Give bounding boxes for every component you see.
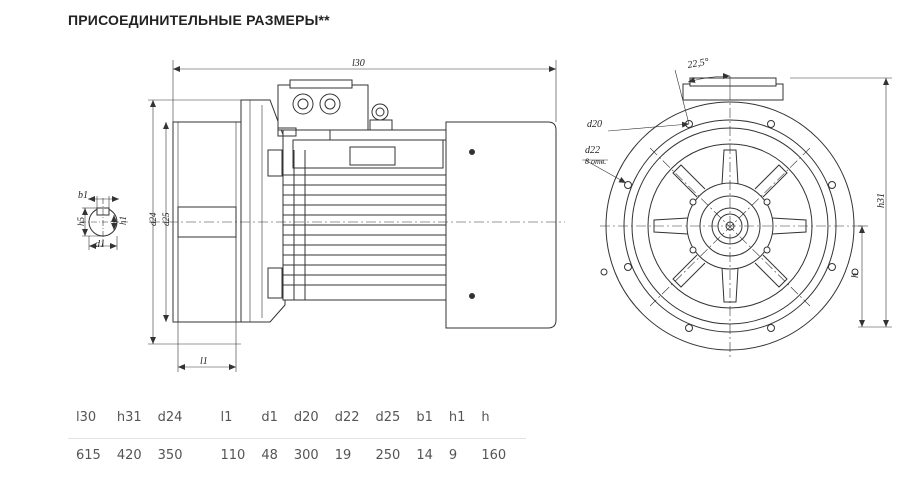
- table-cell: 615: [76, 447, 101, 463]
- column-header: d20: [285, 410, 327, 439]
- table-cell: 19: [334, 447, 352, 463]
- table-cell: 48: [261, 447, 278, 463]
- table-cell: 420: [116, 447, 142, 463]
- motor-drawing: b1 h5 h1 d1: [76, 56, 892, 372]
- label-d1: d1: [95, 239, 105, 250]
- table-cell: 9: [448, 447, 458, 463]
- label-holes: 8 отв.: [585, 157, 606, 166]
- label-b1: b1: [78, 190, 88, 201]
- label-angle: 22,5°: [687, 56, 710, 71]
- label-l1: l1: [200, 356, 208, 367]
- table-cell: 110: [220, 447, 246, 463]
- label-h31: h31: [876, 193, 887, 208]
- column-header: d24: [149, 410, 191, 439]
- table-cell: 160: [481, 447, 507, 463]
- column-header: d1: [253, 410, 286, 439]
- label-h: h: [850, 273, 861, 278]
- column-header: h: [473, 410, 527, 439]
- column-header: h31: [108, 410, 150, 439]
- column-header: d25: [367, 410, 409, 439]
- shaft-section-view: [80, 196, 128, 250]
- column-header: b1: [408, 410, 441, 439]
- label-h1: h1: [118, 216, 128, 225]
- dimensions-table: l30 h31 d24 l1 d1 d20 d22 d25 b1 h1 h 61…: [68, 410, 527, 472]
- page-title: ПРИСОЕДИНИТЕЛЬНЫЕ РАЗМЕРЫ**: [68, 12, 330, 28]
- column-header: d22: [326, 410, 368, 439]
- table-header-row: l30 h31 d24 l1 d1 d20 d22 d25 b1 h1 h: [68, 410, 527, 439]
- table-row: 615 420 350 110 48 300 19 250 14 9 160: [68, 439, 526, 472]
- column-header: l1: [190, 410, 254, 439]
- motor-front-view: [582, 69, 892, 360]
- table-cell: 14: [416, 447, 433, 463]
- table-cell: 300: [293, 447, 319, 463]
- column-header: h1: [440, 410, 474, 439]
- label-h5: h5: [76, 217, 86, 227]
- label-d22: d22: [585, 145, 600, 156]
- table-cell: 350: [157, 447, 183, 463]
- label-d25: d25: [161, 212, 171, 226]
- motor-side-view: [148, 60, 565, 372]
- label-l30: l30: [352, 58, 365, 69]
- column-header: l30: [68, 410, 109, 439]
- label-d24: d24: [148, 212, 158, 226]
- table-cell: 250: [375, 447, 401, 463]
- label-d20: d20: [587, 119, 602, 130]
